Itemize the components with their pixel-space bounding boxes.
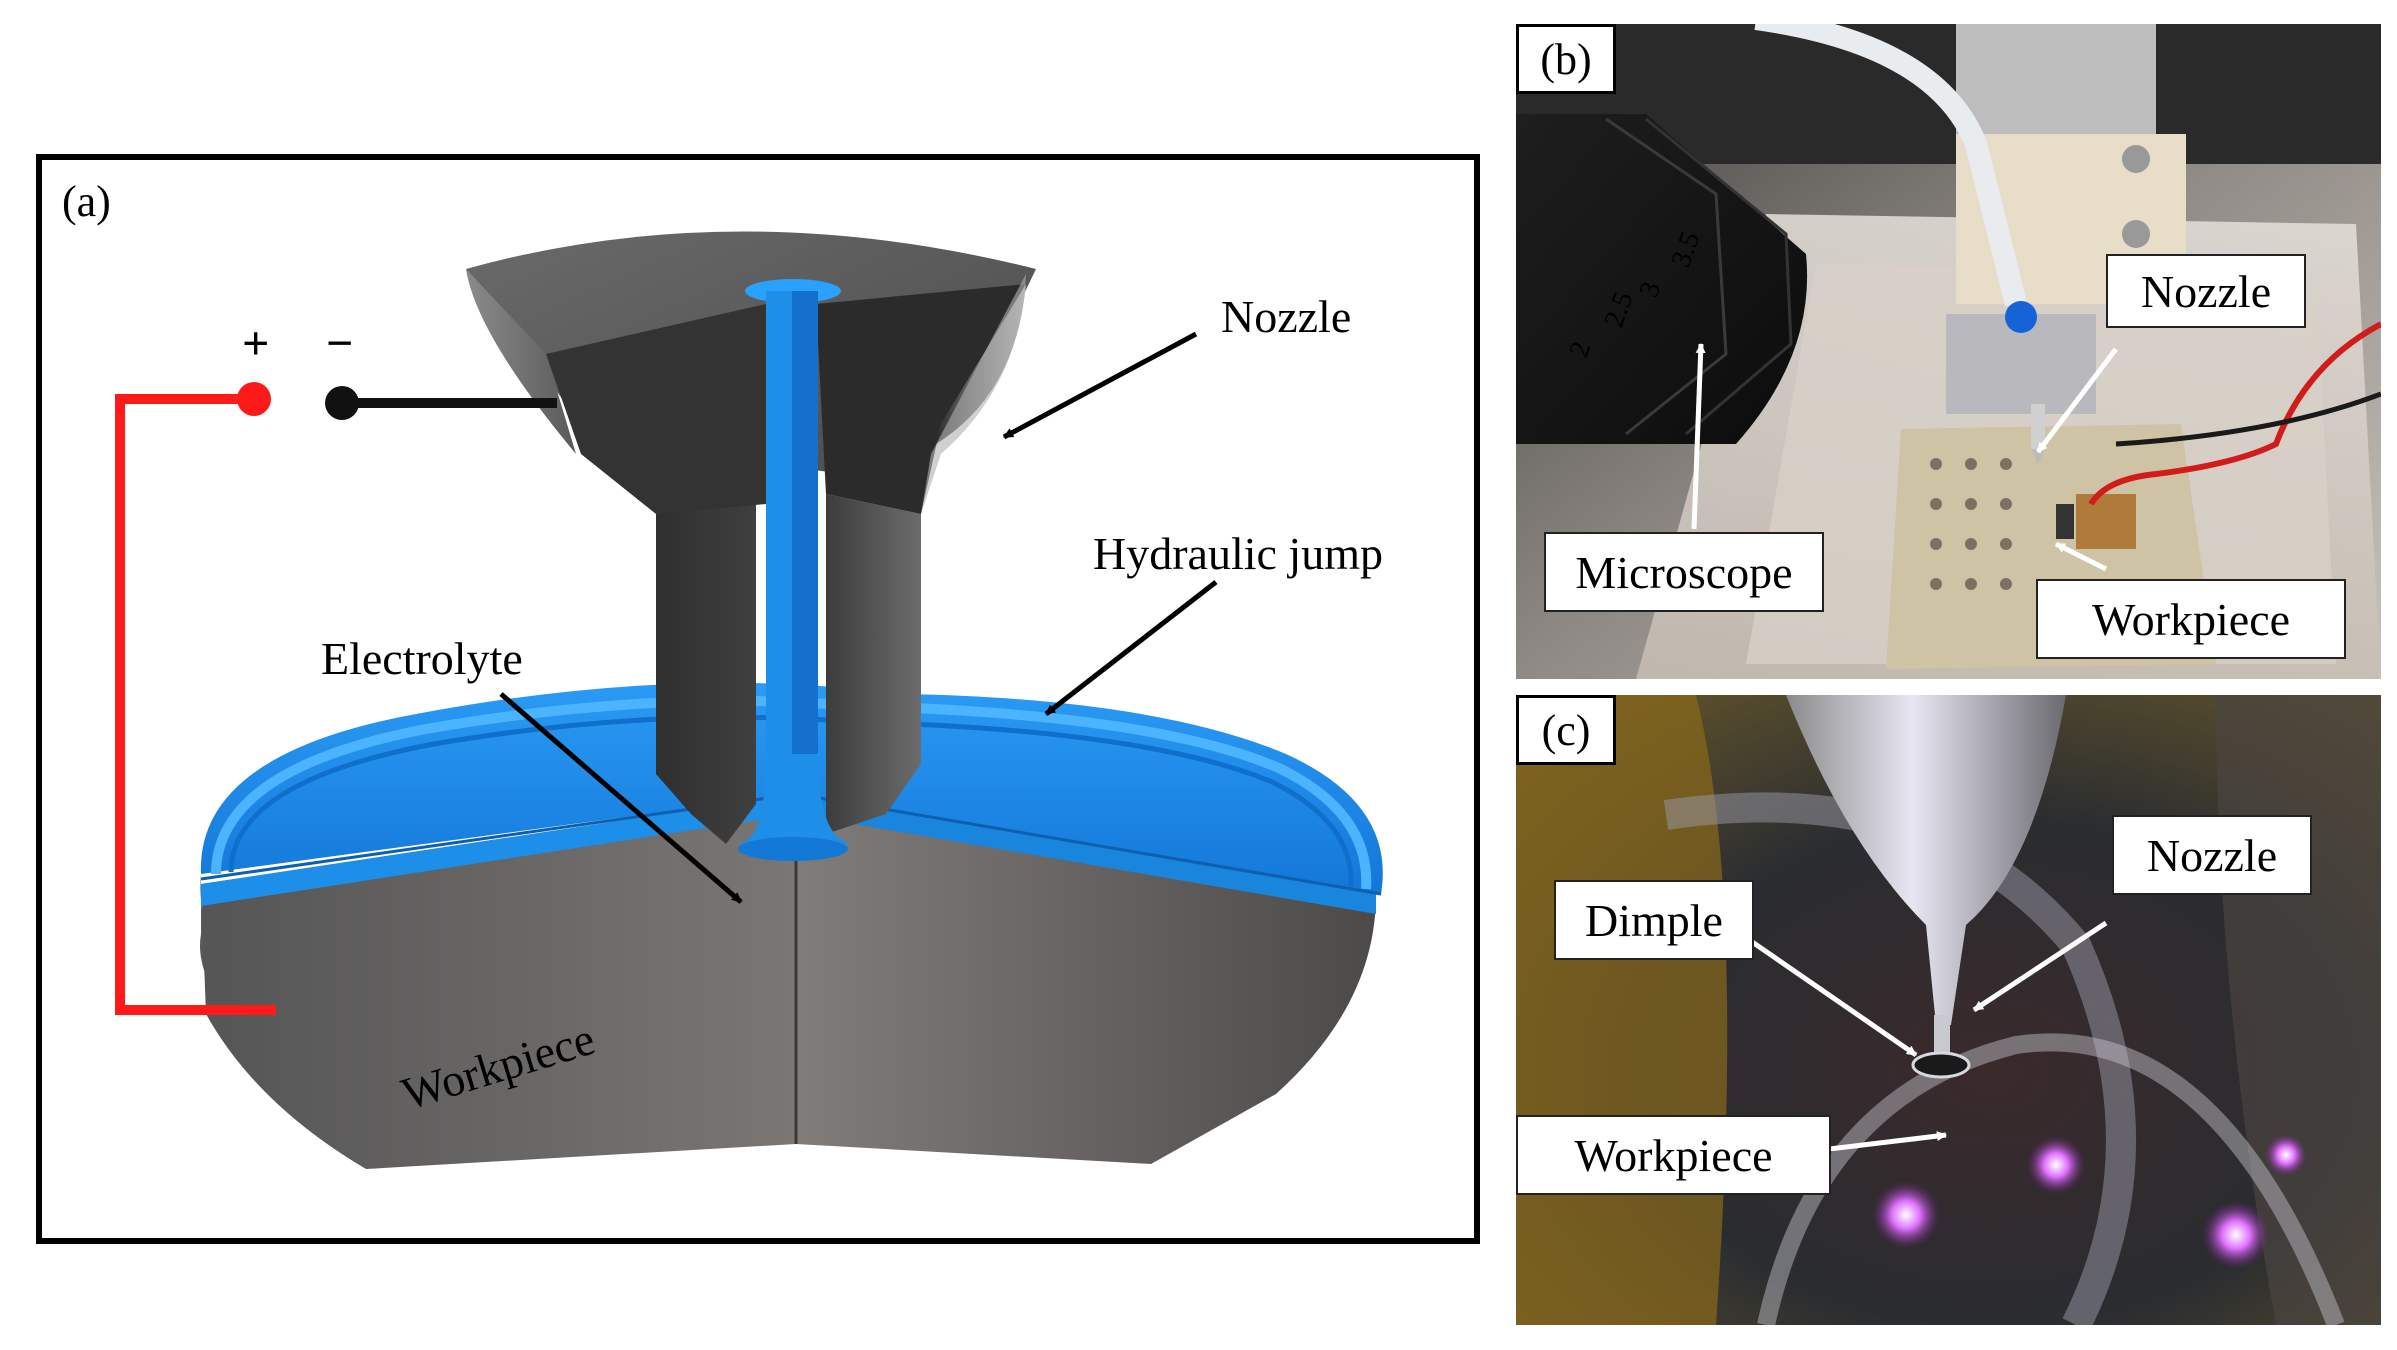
nozzle-tip [1786,695,2066,1025]
label-b-nozzle: Nozzle [2106,254,2306,328]
positive-terminal [237,382,271,416]
negative-terminal [325,386,359,420]
electrolyte-jet [736,279,856,861]
arrow-hydraulic-jump [1044,580,1218,716]
panel-a-frame [36,154,1480,1244]
arrow-nozzle [1002,331,1198,440]
plus-sign: + [242,317,269,370]
label-b-microscope: Microscope [1544,532,1824,612]
panel-b-tag: (b) [1516,24,1616,94]
arrow-b-microscope [1691,343,1706,530]
minus-sign: − [326,317,353,370]
arrow-c-nozzle [1972,920,2108,1013]
dimple [1911,1051,1971,1079]
nozzle-body [466,231,1036,844]
electrolyte-tube [1754,8,2027,307]
panel-b: 2 2.5 3 3.5 (b) Nozzle Microscope Workpi… [1516,8,2383,679]
arrow-electrolyte [499,692,743,904]
label-c-dimple: Dimple [1554,880,1754,960]
positive-wire [115,394,276,1015]
label-nozzle: Nozzle [1221,291,1351,342]
arrow-c-workpiece [1820,1131,1947,1153]
label-c-nozzle: Nozzle [2112,815,2312,895]
panel-a: + − (a) Nozzle Hydraulic jump Electrolyt… [36,154,1480,1244]
microscope: 2 2.5 3 3.5 [1516,114,1808,444]
panel-c-tag: (c) [1516,695,1616,765]
label-electrolyte: Electrolyte [321,633,523,684]
panel-a-tag: (a) [62,177,111,226]
label-c-workpiece: Workpiece [1516,1115,1831,1195]
panel-a-diagram: + − (a) Nozzle Hydraulic jump Electrolyt… [36,154,1480,1244]
panel-b-photo: 2 2.5 3 3.5 [1516,8,2383,679]
panel-c: (c) Nozzle Dimple Workpiece [1516,695,2381,1332]
label-hydraulic-jump: Hydraulic jump [1093,528,1383,579]
label-b-workpiece: Workpiece [2036,579,2346,659]
panel-c-photo [1516,695,2381,1332]
arrow-b-nozzle [2036,347,2118,454]
stage [1946,24,2186,464]
arrow-b-workpiece [2054,541,2108,572]
power-wiring: + − [115,317,557,1015]
